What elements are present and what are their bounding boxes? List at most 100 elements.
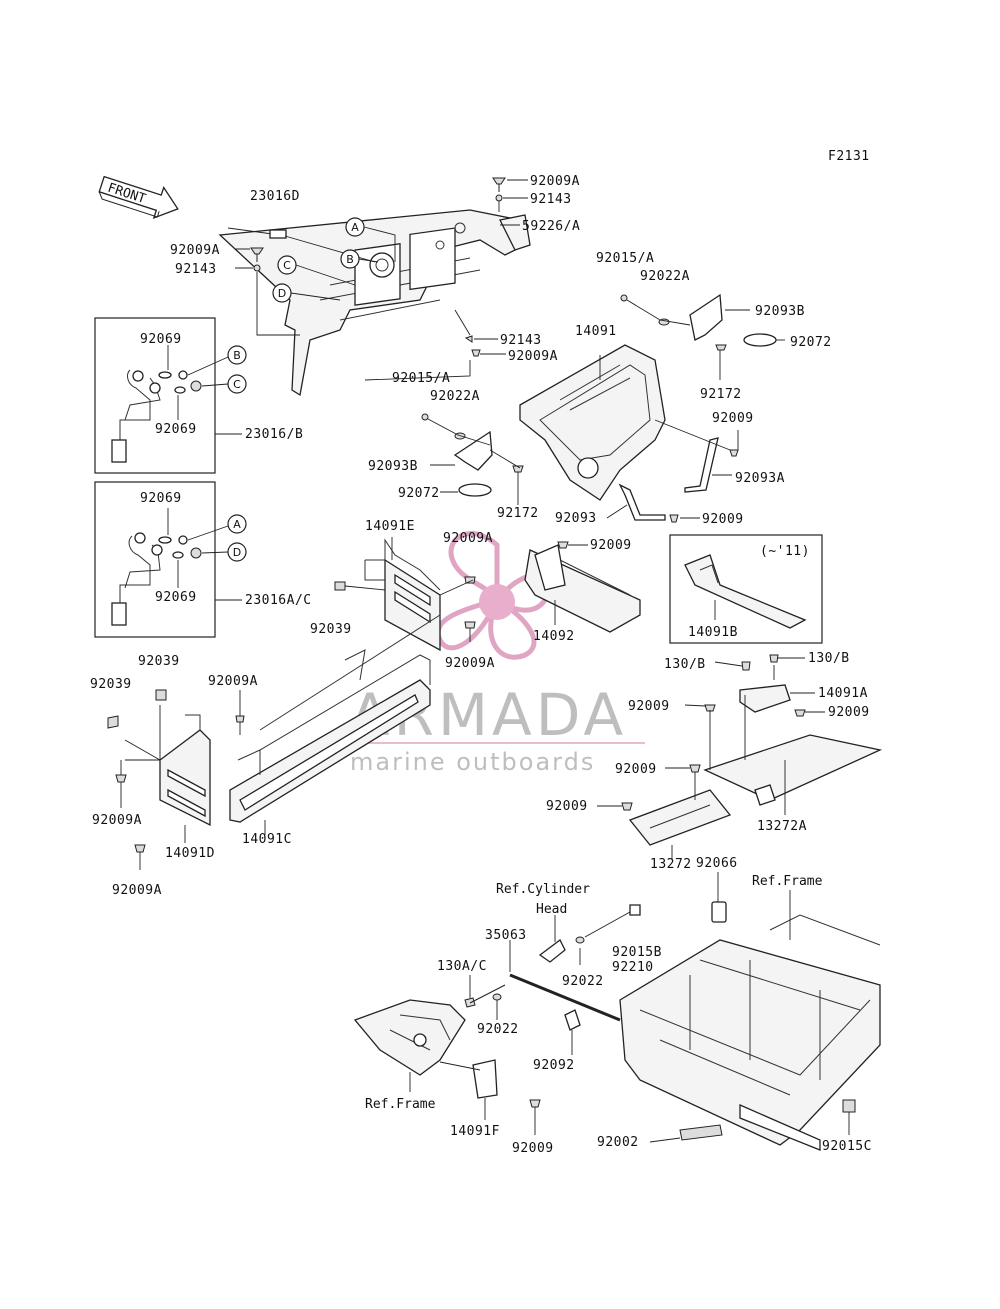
label-92093b-right: 92093B (755, 304, 805, 319)
label-92069-1: 92069 (140, 332, 182, 347)
propeller-logo (435, 531, 552, 660)
ref-frame-left: Ref.Frame (365, 1097, 436, 1112)
label-92009-s2: 92009 (828, 705, 870, 720)
label-92039-l1: 92039 (138, 654, 180, 669)
label-92015b: 92015B (612, 945, 662, 960)
callout-d-top: D (278, 287, 286, 300)
label-14091f: 14091F (450, 1124, 500, 1139)
label-92009a-l3: 92009A (112, 883, 162, 898)
label-23016d: 23016D (250, 189, 300, 204)
label-92069-3: 92069 (140, 491, 182, 506)
callout-b-top: B (346, 253, 354, 266)
bracket-92093 (606, 483, 700, 523)
label-92015a-left: 92015/A (392, 371, 450, 386)
panel-14091d (107, 689, 211, 870)
inset-23016b: B C (94, 317, 247, 474)
label-92022a-right: 92022A (640, 269, 690, 284)
label-92015c: 92015C (822, 1139, 872, 1154)
label-92002: 92002 (597, 1135, 639, 1150)
label-92022-1: 92022 (562, 974, 604, 989)
label-92009a-c1: 92009A (443, 531, 493, 546)
label-23016ac: 23016A/C (245, 593, 312, 608)
label-14091e: 14091E (365, 519, 415, 534)
label-92072-right: 92072 (790, 335, 832, 350)
bracket-92093b-right (620, 293, 785, 380)
label-92009a-l2: 92009A (92, 813, 142, 828)
inset-14091b: (~'11) (669, 534, 823, 644)
top-hardware (492, 177, 528, 226)
label-92009-s4: 92009 (546, 799, 588, 814)
ref-cylinder-head-2: Head (536, 902, 567, 917)
label-92143-mid: 92143 (500, 333, 542, 348)
callout-d-inset: D (233, 546, 241, 559)
bracket-92093a (654, 419, 739, 493)
callout-c-inset: C (233, 378, 241, 391)
mid-hardware (454, 309, 506, 357)
label-92093b-left: 92093B (368, 459, 418, 474)
label-92143-left: 92143 (175, 262, 217, 277)
label-23016b: 23016/B (245, 427, 303, 442)
label-92009a-left: 92009A (170, 243, 220, 258)
label-92022a-left: 92022A (430, 389, 480, 404)
label-92009a-l1: 92009A (208, 674, 258, 689)
label-92069-4: 92069 (155, 590, 197, 605)
front-arrow-icon: FRONT (98, 175, 179, 220)
panel-14091c (229, 614, 441, 835)
label-92172-left: 92172 (497, 506, 539, 521)
plate-13272 (597, 764, 732, 860)
inset-23016ac: A D (94, 481, 247, 638)
variant-note: (~'11) (760, 544, 810, 559)
label-92069-2: 92069 (155, 422, 197, 437)
label-130b-2: 130/B (808, 651, 850, 666)
label-92009-r1: 92009 (712, 411, 754, 426)
label-92009a-c2: 92009A (445, 656, 495, 671)
left-frame-14091f (353, 999, 541, 1135)
watermark-tagline: marine outboards (350, 748, 595, 776)
label-92210: 92210 (612, 960, 654, 975)
label-130b-1: 130/B (664, 657, 706, 672)
ref-frame-right: Ref.Frame (752, 874, 823, 889)
dashboard-panel (218, 209, 531, 397)
label-92093a: 92093A (735, 471, 785, 486)
label-92009a-mid: 92009A (508, 349, 558, 364)
label-14091c: 14091C (242, 832, 292, 847)
label-14091d: 14091D (165, 846, 215, 861)
label-92009-c: 92009 (590, 538, 632, 553)
tray-14091 (519, 344, 666, 501)
callouts-top: A B C D (272, 217, 396, 303)
lower-frame (619, 872, 881, 1151)
figure-code: F2131 (828, 149, 870, 164)
label-92009-r2: 92009 (702, 512, 744, 527)
label-92009a-top: 92009A (530, 174, 580, 189)
label-92093: 92093 (555, 511, 597, 526)
label-92143-top: 92143 (530, 192, 572, 207)
label-92066: 92066 (696, 856, 738, 871)
label-92039-l2: 92039 (90, 677, 132, 692)
label-92072-left: 92072 (398, 486, 440, 501)
bracket-92093b-left (421, 413, 524, 505)
panel-14091e (334, 537, 476, 652)
label-92092: 92092 (533, 1058, 575, 1073)
label-13272a: 13272A (757, 819, 807, 834)
label-14091a: 14091A (818, 686, 868, 701)
label-14091b: 14091B (688, 625, 738, 640)
label-92022-2: 92022 (477, 1022, 519, 1037)
callout-a-inset: A (233, 518, 241, 531)
callout-c-top: C (283, 259, 291, 272)
label-59226a: 59226/A (522, 219, 580, 234)
left-hardware (235, 247, 300, 336)
label-14092: 14092 (533, 629, 575, 644)
label-92039-c: 92039 (310, 622, 352, 637)
ref-cylinder-head-1: Ref.Cylinder (496, 882, 590, 897)
callout-b-inset: B (233, 349, 241, 362)
part-labels: 92009A 92143 59226/A 23016D 92009A 92143… (90, 174, 872, 1156)
panel-14091a-13272a (684, 654, 883, 815)
label-13272: 13272 (650, 857, 692, 872)
shaft-assembly (464, 904, 856, 1143)
label-130ac: 130A/C (437, 959, 487, 974)
label-35063: 35063 (485, 928, 527, 943)
label-92009-s3: 92009 (615, 762, 657, 777)
callout-a-top: A (351, 221, 359, 234)
guard-14092 (524, 541, 641, 633)
label-92009-b: 92009 (512, 1141, 554, 1156)
